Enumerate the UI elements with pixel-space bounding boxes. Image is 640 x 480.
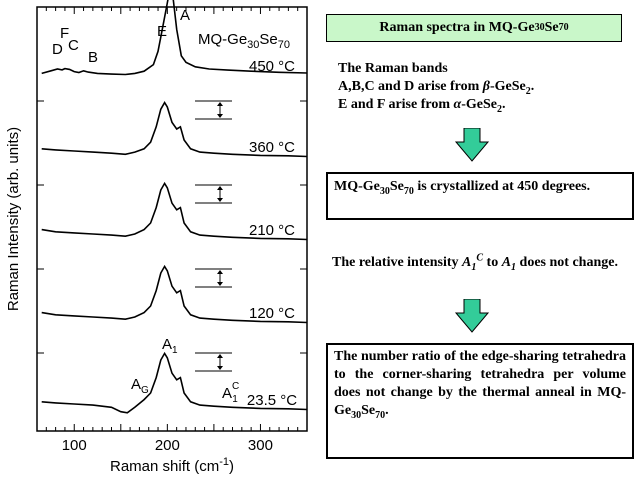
series-line (41, 101, 308, 158)
series-label: 23.5 °C (247, 392, 297, 409)
arrowhead-icon (217, 366, 223, 370)
arrowhead-icon (217, 186, 223, 190)
arrowhead-icon (217, 198, 223, 202)
peak-label: E (157, 23, 167, 40)
series-label: 120 °C (249, 305, 295, 322)
series-line (41, 264, 308, 324)
x-tick-label: 300 (248, 437, 273, 454)
x-tick-label: 100 (62, 437, 87, 454)
peak-label: A (180, 7, 190, 24)
band-text-line1: The Raman bands (338, 61, 448, 76)
arrowhead-icon (217, 282, 223, 286)
series-label: 360 °C (249, 139, 295, 156)
plot-frame (36, 6, 308, 432)
band-text-line2: A,B,C and D arise from β-GeSe2. (338, 79, 535, 97)
crystallized-box: MQ-Ge30Se70 is crystallized at 450 degre… (326, 172, 634, 220)
peak-label: D (52, 41, 63, 58)
peak-label-ag: AG (131, 376, 149, 396)
axis-ticks: 100 200 300 (37, 7, 307, 454)
series-group: 450 °C 360 °C 210 °C 120 °C 23.5 °C (41, 0, 308, 414)
y-axis-label: Raman Intensity (arb. units) (5, 127, 22, 311)
arrowhead-icon (217, 270, 223, 274)
series-label: 450 °C (249, 58, 295, 75)
series-line (41, 351, 308, 414)
arrowhead-icon (217, 354, 223, 358)
peak-label: C (68, 37, 79, 54)
x-axis-label: Raman shift (cm-1) (110, 456, 234, 475)
arrowhead-icon (217, 114, 223, 118)
arrowhead-icon (217, 102, 223, 106)
conclusion-box: The number ratio of the edge-sharing tet… (326, 343, 634, 459)
down-arrow-icon (454, 299, 490, 333)
series-line (41, 181, 308, 241)
series-line (41, 0, 308, 76)
relative-intensity-text: The relative intensity A1C to A1 does no… (332, 252, 618, 273)
down-arrow-icon (454, 128, 490, 162)
band-text-line3: E and F arise from α-GeSe2. (338, 97, 506, 115)
x-tick-label: 200 (155, 437, 180, 454)
band-assignment-text: The Raman bands A,B,C and D arise from β… (338, 60, 628, 114)
peak-label: F (60, 25, 69, 42)
series-label: 210 °C (249, 222, 295, 239)
peak-label: B (88, 49, 98, 66)
chart-title: MQ-Ge30Se70 (198, 31, 290, 51)
